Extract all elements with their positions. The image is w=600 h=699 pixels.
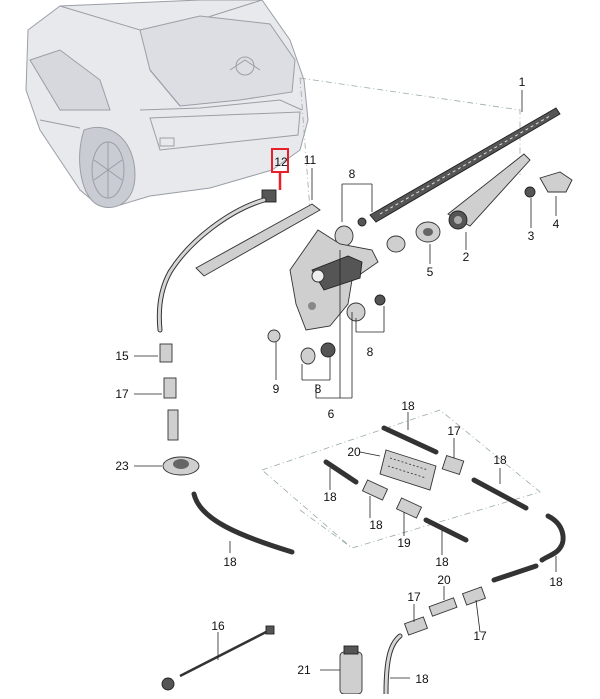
- callout-label: 15: [115, 349, 129, 363]
- callout-label: 18: [415, 672, 429, 686]
- callout-label: 18: [223, 555, 237, 569]
- callout-label: 8: [367, 345, 374, 359]
- callout-label: 18: [549, 575, 563, 589]
- grommet-part: [415, 221, 441, 243]
- mounting-rail-part: [195, 203, 321, 277]
- callout-label: 18: [435, 555, 449, 569]
- callout-label: 9: [273, 382, 280, 396]
- callout-label: 3: [528, 229, 535, 243]
- callout-label: 16: [211, 619, 225, 633]
- callout-label: 20: [347, 445, 361, 459]
- callout-label: 17: [473, 629, 487, 643]
- callout-label: 11: [304, 153, 317, 167]
- callout-label: 18: [323, 490, 337, 504]
- callout-label: 12: [274, 155, 288, 169]
- callout-label: 1: [519, 75, 526, 89]
- callout-labels: 1 2 3 4 5 6 8 8 8 9 11 12 15 16 17 17 17…: [115, 75, 563, 686]
- callout-label: 4: [553, 217, 560, 231]
- connector-piece-a: [361, 479, 389, 501]
- wiper-blade-part: [369, 107, 561, 223]
- sleeve-part-c: [461, 586, 487, 606]
- assembly-guide-lines: [261, 77, 541, 549]
- filter-part: [379, 449, 437, 491]
- sleeve-part-a: [163, 377, 177, 399]
- sleeve-part-b: [441, 454, 465, 476]
- callout-label: 17: [115, 387, 129, 401]
- nut-part: [524, 186, 536, 198]
- callout-label: 19: [397, 536, 411, 550]
- callout-label: 17: [407, 590, 421, 604]
- callout-label: 23: [115, 459, 129, 473]
- callout-label: 18: [369, 518, 383, 532]
- wiper-arm-part: [447, 153, 531, 230]
- check-valve-part: [428, 597, 458, 617]
- union-part: [159, 343, 173, 363]
- tube-part: [167, 409, 179, 441]
- body-grommet-part: [162, 456, 200, 476]
- highlight-marker: [271, 148, 289, 190]
- leader-lines: [134, 90, 557, 679]
- seal-parts: [300, 217, 406, 365]
- callout-label: 2: [463, 250, 470, 264]
- callout-label: 8: [315, 382, 322, 396]
- callout-label: 5: [427, 265, 434, 279]
- screw-part: [267, 329, 281, 343]
- cap-part: [539, 171, 573, 193]
- callout-label: 21: [297, 663, 311, 677]
- callout-label: 8: [349, 167, 356, 181]
- wiring-cable: [179, 628, 271, 678]
- vehicle-illustration: [25, 0, 309, 208]
- callout-label: 6: [328, 407, 335, 421]
- callout-label: 18: [401, 399, 415, 413]
- wiper-motor-part: [289, 229, 379, 331]
- callout-label: 20: [437, 573, 451, 587]
- callout-label: 17: [447, 424, 461, 438]
- sleeve-part-d: [403, 616, 429, 636]
- connector-piece-b: [395, 497, 423, 519]
- callout-label: 18: [493, 453, 507, 467]
- washer-pump-part: [339, 645, 363, 695]
